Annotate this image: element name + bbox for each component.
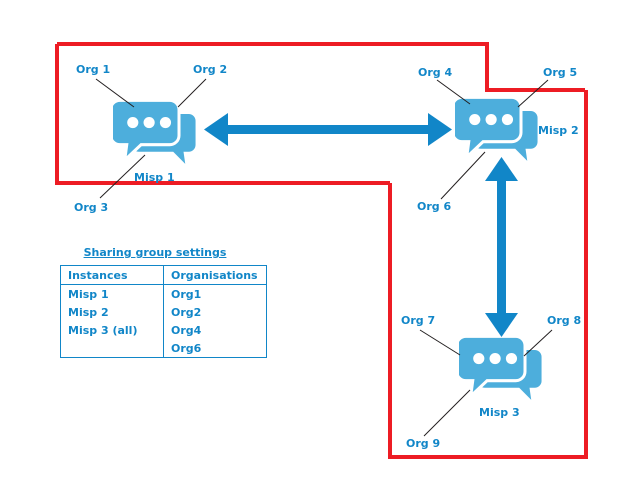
org-label-org7: Org 7 (401, 314, 436, 327)
org-label-org3: Org 3 (74, 201, 109, 214)
table-header-row: Instances Organisations (60, 265, 267, 285)
org-label-org5: Org 5 (543, 66, 578, 79)
instance-label-misp-3: Misp 3 (479, 406, 520, 419)
table-row: Misp 2 Org2 (60, 303, 267, 321)
cell-organisation: Org1 (163, 284, 267, 303)
leader-org5 (517, 79, 549, 108)
cell-instance: Misp 2 (60, 303, 164, 321)
org-label-org2: Org 2 (193, 63, 228, 76)
boundary-left-bottom-edge (55, 44, 390, 185)
org-label-org9: Org 9 (406, 437, 441, 450)
leader-org2 (177, 78, 207, 108)
column-header-instances: Instances (60, 265, 164, 285)
arrow-misp2-misp3 (485, 157, 518, 337)
column-header-organisations: Organisations (163, 265, 267, 285)
leader-org7 (419, 329, 461, 356)
misp-1-icon (112, 102, 195, 164)
leader-org1 (95, 78, 135, 108)
boundary-left-top-edge (57, 42, 585, 92)
leader-org4 (436, 79, 471, 105)
misp-2-icon (454, 99, 537, 161)
cell-organisation: Org6 (163, 339, 267, 358)
leader-org8 (523, 329, 553, 357)
instance-label-misp-2: Misp 2 (538, 124, 579, 137)
leader-org9 (423, 389, 471, 437)
cell-organisation: Org2 (163, 303, 267, 321)
leader-org3 (99, 154, 146, 199)
org-label-org1: Org 1 (76, 63, 111, 76)
cell-instance: Misp 1 (60, 284, 164, 303)
arrow-misp1-misp2 (204, 113, 452, 146)
org-label-org4: Org 4 (418, 66, 453, 79)
cell-instance: Misp 3 (all) (60, 321, 164, 339)
org-label-org8: Org 8 (547, 314, 582, 327)
table-row: Org6 (60, 339, 267, 358)
table-row: Misp 1 Org1 (60, 284, 267, 303)
settings-table: Instances Organisations Misp 1 Org1 Misp… (60, 265, 267, 358)
table-row: Misp 3 (all) Org4 (60, 321, 267, 339)
cell-organisation: Org4 (163, 321, 267, 339)
leader-lines (95, 78, 553, 437)
cell-instance (60, 339, 164, 358)
boundary-right-edge (388, 90, 588, 459)
leader-org6 (440, 151, 486, 200)
sharing-group-settings: Sharing group settings Instances Organis… (60, 246, 267, 358)
misp-3-icon (458, 338, 541, 400)
org-label-org6: Org 6 (417, 200, 452, 213)
instance-label-misp-1: Misp 1 (134, 171, 175, 184)
settings-title: Sharing group settings (83, 246, 227, 259)
